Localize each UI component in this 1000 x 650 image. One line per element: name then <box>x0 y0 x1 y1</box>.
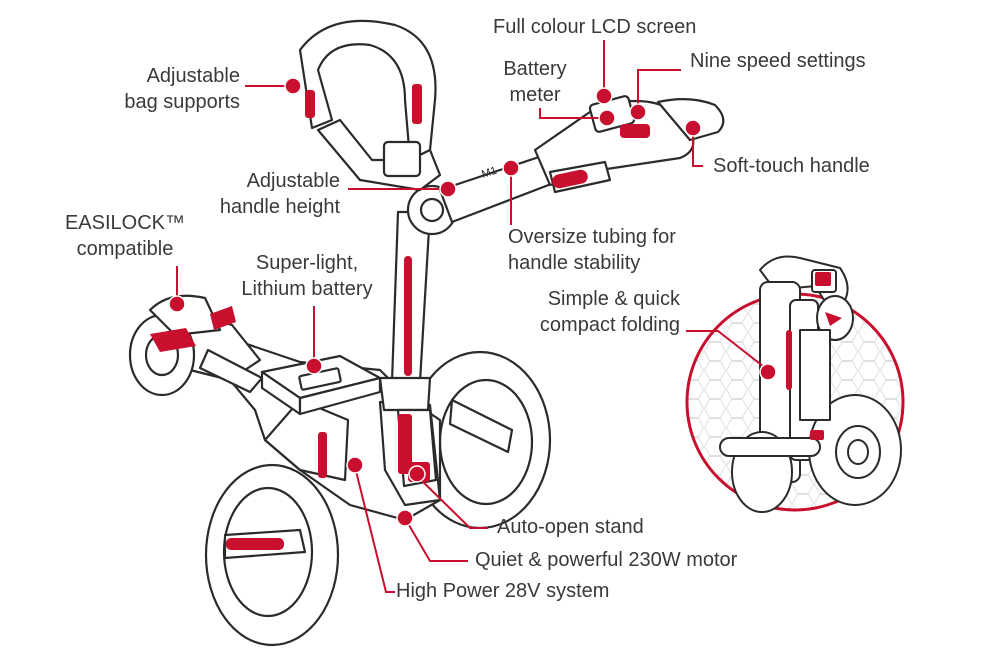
leader-nine-speed <box>637 69 681 112</box>
label-auto-open-stand: Auto-open stand <box>497 516 644 538</box>
leader-high-power <box>354 466 395 593</box>
label-handle-height-line2: handle height <box>219 196 340 218</box>
label-battery-line1: Super-light, <box>255 252 359 274</box>
label-oversize-line1: Oversize tubing for <box>508 226 676 248</box>
label-oversize-tubing: Oversize tubing for handle stability <box>508 224 676 276</box>
label-battery-line2: Lithium battery <box>241 278 373 300</box>
label-compact-folding: Simple & quick compact folding <box>500 286 680 338</box>
dot-soft-touch <box>684 119 702 137</box>
label-battery: Super-light, Lithium battery <box>222 250 392 302</box>
dot-handle-height <box>439 180 457 198</box>
label-bag-supports: Adjustable bag supports <box>90 63 240 115</box>
dot-oversize <box>502 159 520 177</box>
dot-lcd <box>595 87 613 105</box>
dot-bag-supports <box>284 77 302 95</box>
label-nine-speed: Nine speed settings <box>690 50 866 72</box>
leader-battery-meter <box>539 108 603 119</box>
label-compact-line2: compact folding <box>539 314 680 336</box>
dot-battery <box>305 357 323 375</box>
folded-trolley-inset <box>685 255 905 513</box>
model-badge: M1 <box>480 165 498 181</box>
leader-soft-touch <box>692 128 703 167</box>
dot-battery-meter <box>598 109 616 127</box>
dot-auto-open <box>408 465 426 483</box>
front-big-wheel <box>204 463 340 647</box>
front-wheel-assembly <box>128 294 264 397</box>
label-easilock: EASILOCK™ compatible <box>55 210 195 262</box>
label-motor: Quiet & powerful 230W motor <box>475 549 738 571</box>
label-bag-supports-line1: Adjustable <box>146 65 240 87</box>
leader-auto-open <box>416 475 488 529</box>
folded-red-accents <box>786 272 842 440</box>
dot-high-power <box>346 456 364 474</box>
label-handle-height-line1: Adjustable <box>246 170 340 192</box>
label-battery-meter: Battery meter <box>490 56 580 108</box>
label-high-power: High Power 28V system <box>396 580 610 602</box>
leader-compact <box>686 330 769 371</box>
leader-motor <box>405 519 468 562</box>
label-bag-supports-line2: bag supports <box>124 91 240 113</box>
dot-compact <box>759 363 777 381</box>
dot-motor <box>396 509 414 527</box>
dot-easilock <box>168 295 186 313</box>
label-easilock-line2: compatible <box>76 238 174 260</box>
label-battery-meter-line2: meter <box>509 84 561 106</box>
bag-support-frame <box>298 19 442 192</box>
callout-dots <box>168 77 777 527</box>
label-compact-line1: Simple & quick <box>547 288 680 310</box>
dot-nine-speed <box>629 103 647 121</box>
label-full-colour-lcd: Full colour LCD screen <box>493 16 697 38</box>
red-accents <box>150 84 650 550</box>
label-soft-touch: Soft-touch handle <box>713 155 870 177</box>
label-oversize-line2: handle stability <box>508 252 641 274</box>
label-easilock-line1: EASILOCK™ <box>64 212 186 234</box>
label-battery-meter-line1: Battery <box>503 58 567 80</box>
label-handle-height: Adjustable handle height <box>190 168 340 220</box>
